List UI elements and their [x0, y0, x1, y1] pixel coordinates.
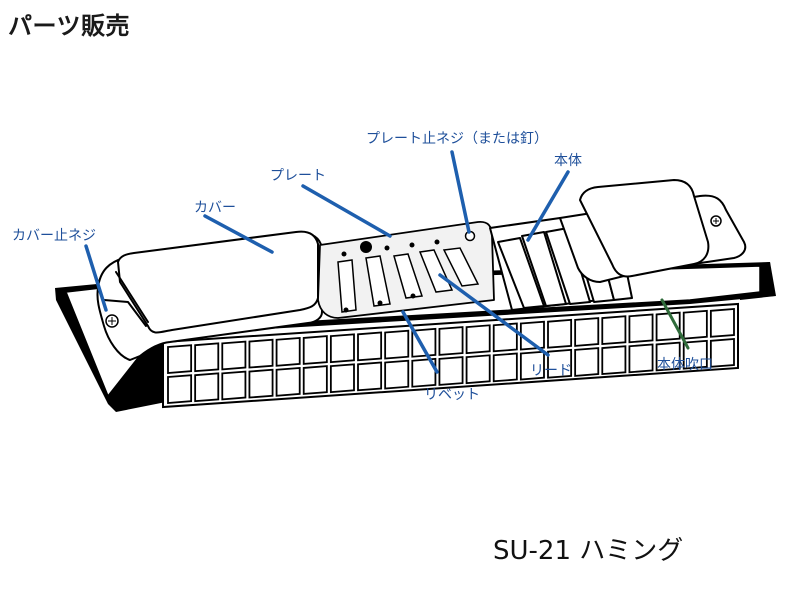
right-cover: [559, 179, 747, 283]
mouthpiece-hole: [384, 359, 410, 390]
leader-body-holes: [660, 298, 690, 350]
mouthpiece-hole: [167, 344, 193, 374]
mouthpiece-hole: [329, 363, 355, 394]
page-title: パーツ販売: [8, 12, 131, 40]
leader-plate-screw: [450, 150, 471, 234]
mouthpiece-hole: [411, 357, 437, 388]
mouthpiece-hole: [438, 326, 464, 356]
label-cover-screw: カバー止ネジ: [12, 228, 96, 244]
mouthpiece-hole: [194, 372, 220, 403]
mouthpiece-hole: [574, 317, 600, 347]
mouthpiece-hole: [628, 343, 654, 374]
mouthpiece-hole: [248, 368, 274, 399]
label-rivet: リベット: [424, 387, 480, 403]
mouthpiece-hole: [302, 365, 328, 395]
mouthpiece-hole: [357, 331, 383, 362]
mouthpiece-hole: [655, 341, 681, 372]
label-body-holes: 本体吹口: [657, 357, 713, 373]
mouthpiece-hole: [519, 320, 545, 351]
label-plate: プレート: [270, 168, 326, 184]
mouthpiece-hole: [275, 336, 301, 367]
leader-cover: [203, 214, 274, 254]
leader-body: [526, 170, 570, 242]
left-cover: [96, 230, 323, 361]
leader-rivet: [401, 310, 439, 374]
reed-plate: [317, 221, 495, 319]
mouthpiece-hole: [709, 308, 735, 338]
label-plate-screw: プレート止ネジ（または釘）: [366, 130, 548, 147]
mouthpiece-hole: [465, 324, 491, 355]
mouthpiece-hole: [547, 318, 573, 349]
mouthpiece-hole: [357, 361, 383, 392]
mouthpiece-hole: [465, 354, 491, 385]
leader-lines: [84, 150, 690, 374]
mouthpiece-hole: [221, 340, 247, 371]
mouthpiece-hole: [221, 370, 247, 401]
mouthpiece-hole: [302, 335, 328, 365]
mouthpiece-hole: [492, 352, 518, 383]
model-name: SU-21 ハミング: [493, 536, 684, 566]
mouthpiece-hole: [682, 309, 708, 340]
mouthpiece-hole: [709, 338, 735, 368]
mouthpiece-hole: [275, 366, 301, 397]
mouthpiece-hole: [194, 342, 220, 373]
leader-cover-screw: [84, 244, 108, 312]
mouthpiece-holes: [167, 308, 735, 404]
label-reed: リード: [530, 363, 572, 379]
mouthpiece-hole: [574, 347, 600, 377]
mouthpiece-hole: [547, 348, 573, 379]
mouthpiece-hole: [682, 339, 708, 370]
mouthpiece-hole: [438, 356, 464, 386]
leader-plate: [301, 184, 392, 238]
mouthpiece-hole: [167, 374, 193, 404]
mouthpiece-hole: [329, 333, 355, 364]
label-cover: カバー: [194, 200, 236, 216]
mouthpiece-hole: [519, 350, 545, 381]
mouthpiece-hole: [601, 315, 627, 346]
mouthpiece-hole: [601, 345, 627, 376]
leader-reed: [438, 273, 550, 357]
mouthpiece-hole: [628, 313, 654, 344]
mouthpiece-hole: [248, 338, 274, 369]
mouthpiece-hole: [384, 329, 410, 360]
label-body: 本体: [554, 153, 582, 169]
